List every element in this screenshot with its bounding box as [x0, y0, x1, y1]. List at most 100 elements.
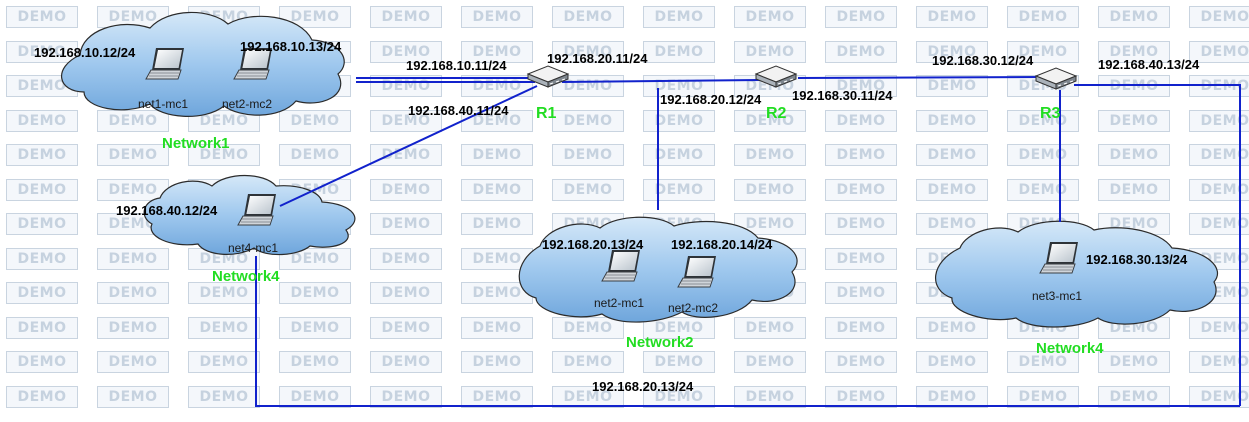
watermark-cell: DEMO	[1189, 385, 1249, 408]
ip-label: 192.168.10.13/24	[240, 39, 342, 54]
link-network1-r1	[356, 77, 535, 83]
watermark-cell: DEMO	[916, 213, 988, 235]
watermark-cell: DEMO	[734, 109, 806, 132]
watermark-cell: DEMO	[1098, 6, 1170, 28]
link-r1-r2	[561, 79, 761, 83]
watermark-cell: DEMO	[370, 178, 442, 201]
ip-label: 192.168.20.14/24	[671, 237, 773, 252]
watermark-cell: DEMO	[97, 144, 169, 166]
watermark-cell: DEMO	[825, 75, 897, 97]
laptop-net2-mc1: net2-mc1	[594, 249, 644, 310]
ip-label: 192.168.40.13/24	[1098, 57, 1200, 72]
cloud-network2	[518, 216, 798, 323]
host-label: net2-mc2	[668, 301, 718, 315]
cloud-network1	[61, 11, 345, 117]
ip-label: 192.168.30.11/24	[792, 88, 893, 103]
watermark-cell: DEMO	[6, 213, 78, 235]
watermark-cell: DEMO	[552, 316, 624, 339]
watermark-cell: DEMO	[461, 40, 533, 63]
ip-label: 192.168.10.11/24	[406, 58, 507, 73]
watermark-cell: DEMO	[370, 40, 442, 63]
watermark-cell: DEMO	[825, 247, 897, 270]
watermark-cell: DEMO	[370, 247, 442, 270]
watermark-cell: DEMO	[825, 316, 897, 339]
watermark-cell: DEMO	[1189, 6, 1249, 28]
watermark-cell: DEMO	[370, 351, 442, 373]
watermark-cell: DEMO	[734, 351, 806, 373]
watermark-cell: DEMO	[461, 316, 533, 339]
ip-label: 192.168.20.11/24	[547, 51, 648, 66]
ip-label: 192.168.40.11/24	[408, 103, 509, 118]
watermark-cell: DEMO	[1189, 213, 1249, 235]
watermark-cell: DEMO	[825, 40, 897, 63]
watermark-cell: DEMO	[97, 109, 169, 132]
watermark-cell: DEMO	[552, 144, 624, 166]
watermark-cell: DEMO	[825, 109, 897, 132]
watermark-cell: DEMO	[461, 144, 533, 166]
watermark-cell: DEMO	[461, 385, 533, 408]
watermark-cell: DEMO	[188, 282, 260, 304]
watermark-cell: DEMO	[552, 40, 624, 63]
link-r1-network4	[279, 85, 538, 207]
watermark-cell: DEMO	[6, 282, 78, 304]
laptop-net1-mc1: net1-mc1	[138, 47, 188, 111]
watermark-cell: DEMO	[734, 385, 806, 408]
watermark-cell: DEMO	[370, 144, 442, 166]
link-bottom-bus	[255, 256, 1240, 407]
watermark-cell: DEMO	[279, 282, 351, 304]
watermark-cell: DEMO	[1189, 316, 1249, 339]
watermark-cell: DEMO	[370, 316, 442, 339]
watermark-cell: DEMO	[734, 316, 806, 339]
watermark-cell: DEMO	[97, 6, 169, 28]
watermark-cell: DEMO	[734, 40, 806, 63]
watermark-cell: DEMO	[188, 316, 260, 339]
link-r2-r3	[797, 76, 1046, 79]
watermark-cell: DEMO	[279, 316, 351, 339]
watermark-cell: DEMO	[279, 109, 351, 132]
watermark-cell: DEMO	[279, 351, 351, 373]
watermark-cell: DEMO	[1007, 40, 1079, 63]
watermark-cell: DEMO	[1189, 144, 1249, 166]
watermark-cell: DEMO	[916, 178, 988, 201]
router-r3: R3	[1035, 67, 1077, 122]
watermark-cell: DEMO	[461, 109, 533, 132]
watermark-cell: DEMO	[97, 385, 169, 408]
watermark-cell: DEMO	[461, 247, 533, 270]
watermark-cell: DEMO	[188, 144, 260, 166]
router-r2: R2	[755, 65, 797, 122]
watermark-cell: DEMO	[6, 75, 78, 97]
router-label: R1	[536, 105, 557, 122]
watermark-cell: DEMO	[461, 351, 533, 373]
host-label: net3-mc1	[1032, 289, 1082, 303]
watermark-cell: DEMO	[916, 144, 988, 166]
router-r1: R1	[527, 65, 569, 122]
watermark-cell: DEMO	[643, 385, 715, 408]
watermark-cell: DEMO	[1098, 144, 1170, 166]
watermark-cell: DEMO	[825, 144, 897, 166]
network-label: Network1	[162, 135, 230, 152]
watermark-cell: DEMO	[188, 385, 260, 408]
laptop-net2-mc2: net2-mc2	[668, 255, 718, 315]
watermark-cell: DEMO	[643, 316, 715, 339]
watermark-cell: DEMO	[279, 144, 351, 166]
ip-labels: 192.168.10.12/24 192.168.10.13/24 192.16…	[34, 39, 1200, 394]
watermark-cell: DEMO	[1007, 351, 1079, 373]
watermark-cell: DEMO	[643, 109, 715, 132]
watermark-cell: DEMO	[1098, 40, 1170, 63]
watermark-cell: DEMO	[1189, 40, 1249, 63]
host-label: net2-mc1	[594, 296, 644, 310]
watermark-cell: DEMO	[734, 144, 806, 166]
watermark-cell: DEMO	[825, 6, 897, 28]
network-label: Network2	[626, 334, 694, 351]
watermark-cell: DEMO	[6, 178, 78, 201]
watermark-cell: DEMO	[643, 144, 715, 166]
watermark-cell: DEMO	[188, 351, 260, 373]
watermark-cell: DEMO	[97, 282, 169, 304]
watermark-cell: DEMO	[1189, 109, 1249, 132]
watermark-cell: DEMO	[461, 6, 533, 28]
host-label: net2-mc2	[222, 97, 272, 111]
watermark-cell: DEMO	[916, 316, 988, 339]
watermark-cell: DEMO	[552, 351, 624, 373]
network-label: Network4	[1036, 340, 1104, 357]
